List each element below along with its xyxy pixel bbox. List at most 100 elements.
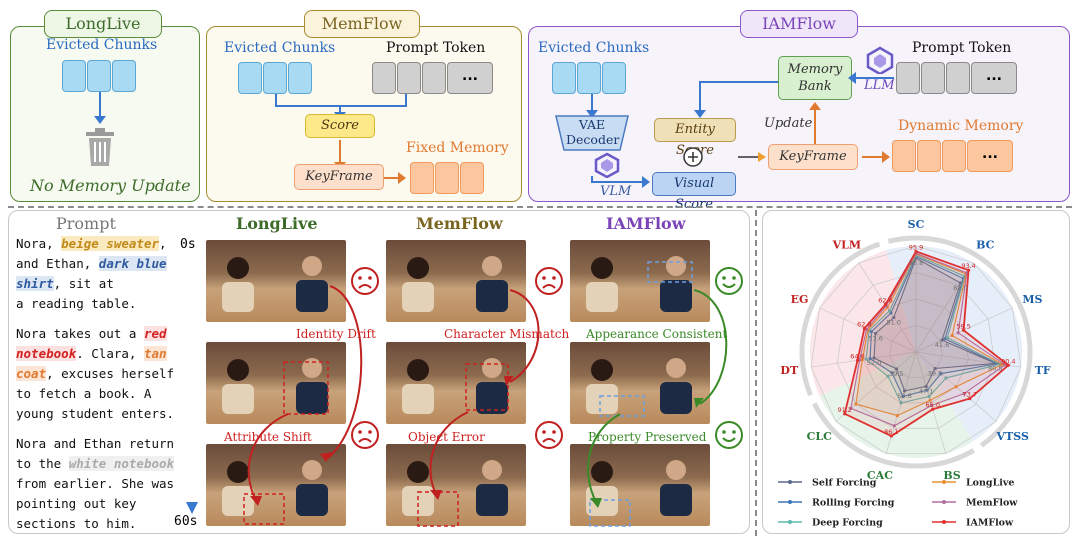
legend-label: IAMFlow (966, 518, 1014, 529)
radar-point (873, 331, 878, 336)
col-title-longlive: LongLive (236, 214, 318, 233)
dynamic-memory-1 (892, 140, 916, 172)
memflow-prompt-token-label: Prompt Token (386, 40, 486, 56)
llm-label: LLM (864, 78, 895, 93)
dynamic-memory-2 (917, 140, 941, 172)
plus-circle-icon (683, 147, 703, 167)
legend-label: MemFlow (966, 498, 1018, 509)
value-label-worst: 41.6 (935, 341, 949, 349)
axis-label-vlm: VLM (832, 238, 861, 251)
radar-point (855, 358, 860, 363)
memory-bank-box: Memory Bank (778, 56, 852, 100)
series-deep-forcing (865, 254, 1002, 404)
appearance-consistent-label: Appearance Consistent (586, 327, 728, 341)
legend-marker (788, 500, 792, 504)
radar-point (901, 394, 905, 399)
time-end: 60s (174, 514, 198, 529)
value-label-best: 91.2 (837, 406, 851, 414)
time-start: 0s (180, 237, 196, 252)
legend-marker (942, 500, 946, 504)
radar-point (944, 376, 948, 380)
vae-decoder-shape (555, 115, 629, 151)
photo-figures (222, 256, 728, 527)
longlive-chunk-1 (62, 60, 86, 92)
dynamic-memory-label: Dynamic Memory (898, 118, 1024, 134)
update-label: Update (764, 116, 813, 131)
radar-point (887, 309, 892, 313)
radar-spoke (915, 351, 947, 454)
iamflow-title: IAMFlow (740, 10, 858, 38)
radar-point (843, 412, 847, 416)
radar-point (864, 357, 868, 361)
attribute-shift-label: Attribute Shift (224, 430, 312, 444)
radar-point (943, 337, 947, 341)
radar-point (894, 367, 899, 371)
col-title-memflow: MemFlow (416, 214, 503, 233)
iamflow-token-1 (896, 62, 920, 94)
radar-point (930, 403, 934, 407)
axis-label-bc: BC (976, 238, 995, 251)
radar-point (895, 413, 899, 418)
sad-face-icon (535, 267, 563, 295)
legend-marker (942, 480, 946, 484)
series-self-forcing (873, 257, 996, 392)
radar-point (892, 424, 896, 428)
radar-point (927, 394, 931, 399)
value-label-worst: 39.5 (889, 370, 903, 378)
legend-label: LongLive (966, 478, 1014, 489)
value-label-best: 65.0 (926, 401, 940, 409)
col-title-iamflow: IAMFlow (606, 214, 686, 233)
happy-face-icon (715, 421, 743, 449)
series-longlive (855, 253, 1004, 417)
radar-point (1006, 363, 1010, 367)
legend-label: Rolling Forcing (812, 498, 895, 509)
value-label-worst: 52.0 (867, 359, 881, 367)
value-label-worst: 82.0 (953, 284, 967, 292)
memflow-chunk-1 (238, 62, 262, 94)
property-preserved-label: Property Preserved (588, 430, 707, 444)
radar-group-arc (799, 241, 881, 397)
vae-decoder-label: VAE Decoder (566, 117, 620, 147)
radar-sector (810, 250, 916, 397)
sad-face-icon (351, 421, 379, 449)
axis-label-sc: SC (908, 218, 925, 231)
memflow-token-dots: ... (447, 62, 493, 94)
prompt-paragraph-2: Nora takes out a red notebook. Clara, ta… (16, 326, 175, 421)
value-label-worst: 90.8 (909, 259, 923, 267)
legend-marker (788, 520, 792, 524)
legend-marker (942, 520, 946, 524)
radar-grid-ring (836, 272, 996, 429)
longlive-chunk-2 (87, 60, 111, 92)
series-iamflow (843, 250, 1010, 438)
memflow-token-1 (372, 62, 396, 94)
fixed-memory-3 (460, 162, 484, 194)
series-memflow (850, 252, 1007, 427)
value-label-best: 90.4 (1001, 357, 1015, 365)
memflow-evicted-label: Evicted Chunks (224, 40, 336, 56)
radar-point (962, 392, 966, 396)
memflow-token-2 (397, 62, 421, 94)
radar-group-arc (812, 402, 976, 469)
legend-label: Deep Forcing (812, 518, 883, 529)
radar-point (869, 330, 874, 334)
memflow-keyframe-box: KeyFrame (294, 164, 384, 190)
radar-point (890, 371, 894, 375)
radar-point (939, 372, 943, 376)
axis-label-vtss: VTSS (996, 430, 1029, 443)
memflow-chunk-2 (263, 62, 287, 94)
axis-label-bs: BS (943, 469, 960, 482)
no-memory-update-label: No Memory Update (30, 176, 191, 195)
memflow-chunk-3 (288, 62, 312, 94)
character-mismatch-label: Character Mismatch (444, 327, 570, 341)
longlive-evicted-label: Evicted Chunks (46, 37, 158, 53)
radar-point (945, 336, 949, 340)
memflow-token-3 (422, 62, 446, 94)
value-label-best: 62.8 (857, 320, 871, 328)
value-label-best: 64.6 (850, 352, 864, 360)
value-label-best: 73.7 (963, 391, 977, 399)
radar-point (962, 328, 966, 332)
radar-point (954, 385, 958, 389)
axis-label-clc: CLC (807, 430, 832, 443)
dynamic-memory-dots: ... (967, 140, 1013, 172)
